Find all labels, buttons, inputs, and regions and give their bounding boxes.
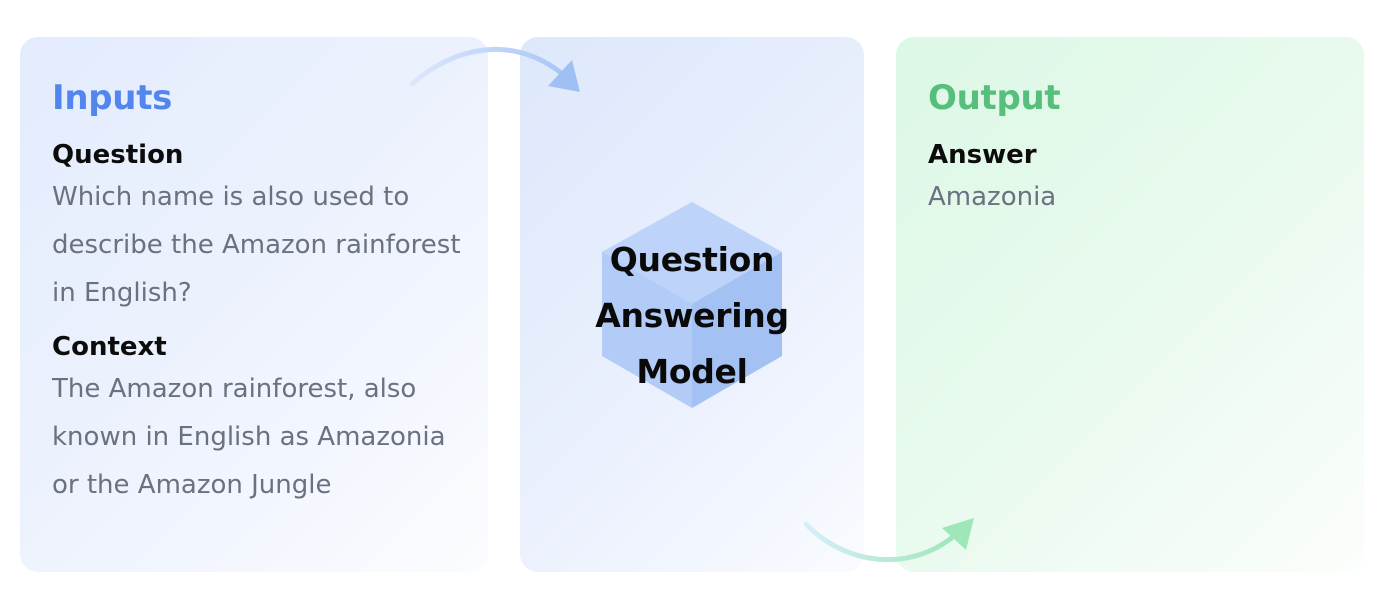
model-label-line-3: Model — [636, 352, 748, 391]
answer-label: Answer — [928, 140, 1037, 170]
model-label-line-1: Question — [609, 240, 775, 279]
output-panel: Output Answer Amazonia — [896, 37, 1364, 572]
context-label: Context — [52, 332, 167, 362]
question-text: Which name is also used to describe the … — [52, 182, 461, 308]
cube-icon — [602, 202, 782, 408]
output-title: Output — [928, 78, 1061, 118]
model-label-line-2: Answering — [595, 296, 789, 335]
inputs-title: Inputs — [52, 78, 173, 118]
model-label: Question Answering Model — [560, 232, 824, 400]
arrow-model-to-output — [803, 518, 974, 563]
question-label: Question — [52, 140, 184, 170]
answer-text: Amazonia — [928, 182, 1057, 212]
arrow-inputs-to-model — [409, 46, 580, 92]
context-text: The Amazon rainforest, also known in Eng… — [52, 374, 446, 500]
inputs-panel: Inputs Question Which name is also used … — [20, 37, 488, 572]
